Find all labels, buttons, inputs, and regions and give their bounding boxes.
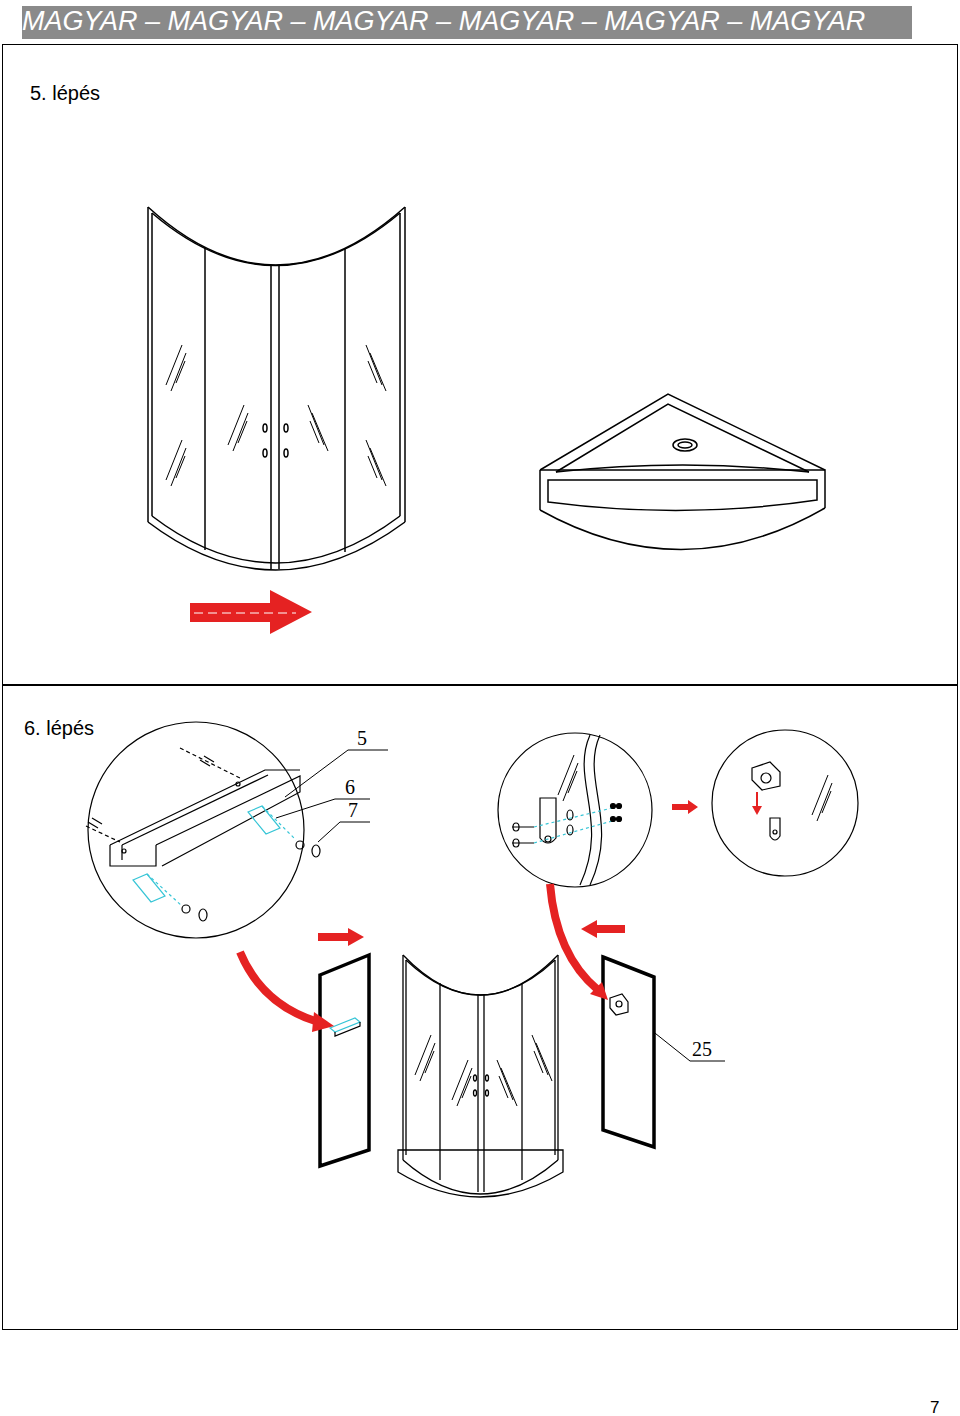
callout-number: 7 [348, 800, 358, 820]
callout-number: 6 [345, 777, 355, 797]
step-heading: 5. lépés [30, 82, 100, 104]
step-panel: 6. lépés [2, 685, 958, 1330]
detail-circle [86, 722, 320, 938]
callout-number: 5 [357, 728, 367, 748]
page-number: 7 [930, 1399, 939, 1416]
shower-enclosure [398, 955, 563, 1197]
direction-arrow [240, 884, 625, 1032]
step-panel: 5. lépés [2, 44, 958, 685]
wall-panel [320, 955, 654, 1166]
wall-bracket [330, 994, 628, 1036]
detail-circle [498, 733, 652, 887]
shower-tray [540, 394, 825, 550]
language-band: MAGYAR – MAGYAR – MAGYAR – MAGYAR – MAGY… [22, 6, 912, 39]
direction-arrow [190, 590, 312, 634]
shower-enclosure [148, 207, 405, 570]
language-header: MAGYAR – MAGYAR – MAGYAR – MAGYAR – MAGY… [22, 7, 865, 37]
step-heading: 6. lépés [24, 717, 94, 739]
callout-number: 25 [692, 1039, 712, 1059]
direction-arrow [752, 792, 762, 815]
direction-arrow [672, 800, 698, 814]
detail-circle [712, 730, 858, 876]
